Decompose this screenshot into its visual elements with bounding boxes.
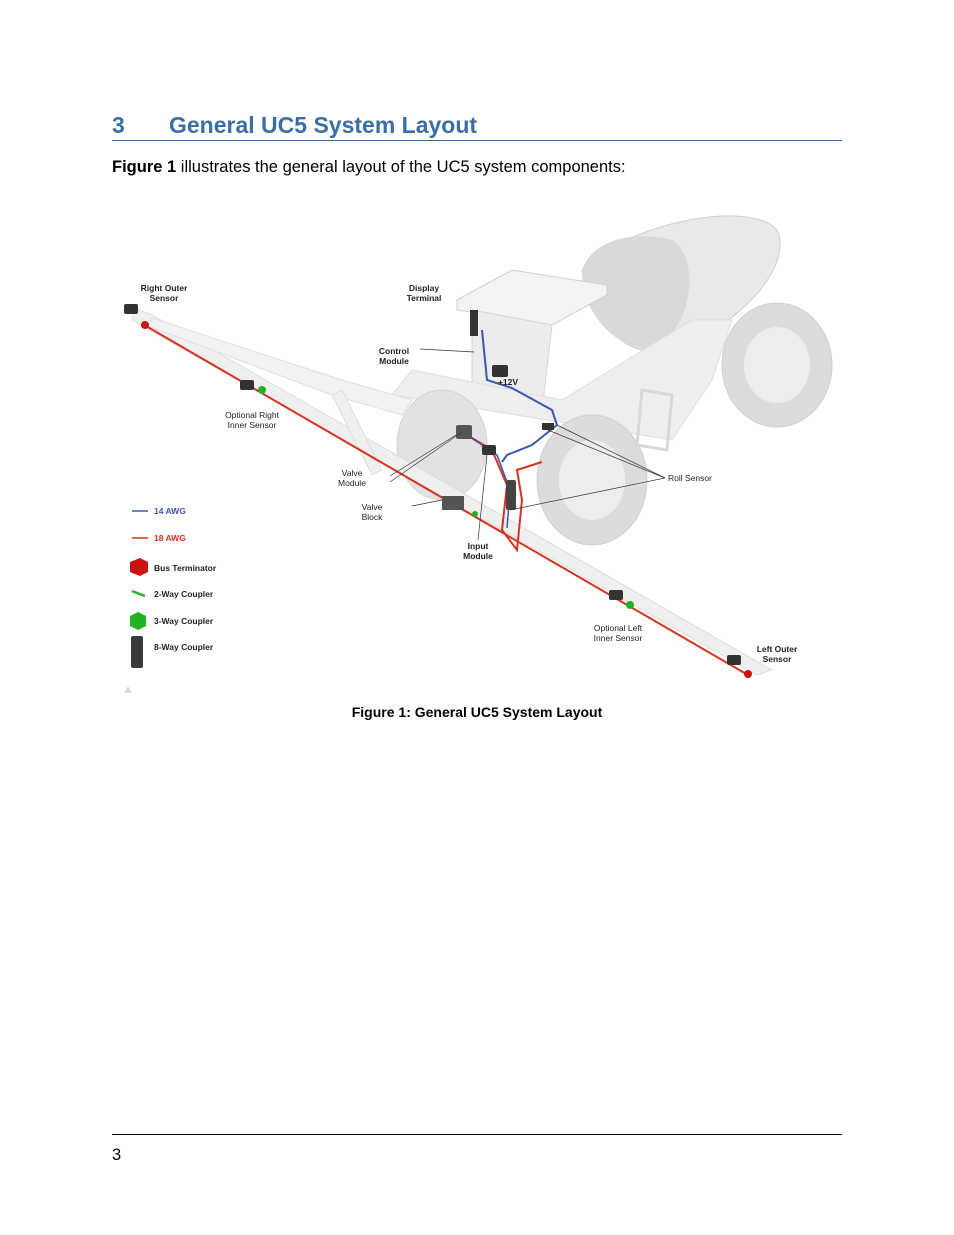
eight-way-coupler (506, 480, 516, 510)
boom-support (331, 389, 383, 476)
label-input-2: Module (463, 551, 493, 561)
label-opt-right-2: Inner Sensor (228, 420, 277, 430)
label-valve-block-2: Block (362, 512, 384, 522)
figure-reference[interactable]: Figure 1 (112, 158, 177, 176)
optional-right-inner-sensor (240, 380, 254, 390)
cab-roof (456, 269, 608, 326)
figure-caption: Figure 1: General UC5 System Layout (351, 704, 603, 720)
rear-wheel-hub (744, 327, 810, 403)
tank-front (582, 236, 690, 350)
figure-labels: Right Outer Sensor Display Terminal Cont… (141, 283, 798, 664)
north-arrow-icon (124, 686, 132, 693)
right-outer-sensor (124, 304, 138, 314)
legend-14awg-label: 14 AWG (154, 506, 186, 516)
label-display-1: Display (409, 283, 440, 293)
footer-rule (112, 1134, 842, 1135)
chassis (391, 319, 733, 441)
wire-14awg-power (481, 329, 559, 463)
control-module (492, 365, 508, 377)
label-right-outer-1: Right Outer (141, 283, 188, 293)
legend-bus-terminator-label: Bus Terminator (154, 563, 217, 573)
legend-3way-coupler-label: 3-Way Coupler (154, 616, 214, 626)
label-right-outer-2: Sensor (150, 293, 180, 303)
figure-legend: 14 AWG 18 AWG Bus Terminator 2-Way Coupl… (124, 506, 217, 693)
label-opt-right-1: Optional Right (225, 410, 280, 420)
left-outer-sensor (727, 655, 741, 665)
intro-paragraph: Figure 1 illustrates the general layout … (112, 158, 626, 177)
section-heading: 3 General UC5 System Layout (112, 112, 842, 141)
legend-3way-coupler-icon (130, 612, 146, 630)
label-left-outer-2: Sensor (763, 654, 793, 664)
ladder (635, 388, 674, 452)
legend-18awg-label: 18 AWG (154, 533, 186, 543)
label-control-1: Control (379, 346, 409, 356)
two-way-coupler (472, 511, 478, 517)
label-display-2: Terminal (407, 293, 442, 303)
label-valve-module-1: Valve (342, 468, 363, 478)
page-number: 3 (112, 1146, 122, 1164)
legend-2way-coupler-icon (131, 589, 146, 598)
valve-block (442, 496, 464, 510)
section-title: General UC5 System Layout (169, 112, 478, 138)
boom (131, 307, 774, 676)
label-roll-sensor: Roll Sensor (668, 473, 712, 483)
system-layout-figure: Right Outer Sensor Display Terminal Cont… (112, 200, 842, 700)
section-number: 3 (112, 112, 125, 138)
right-outer-terminator (141, 321, 149, 329)
display-terminal (470, 310, 478, 336)
legend-bus-terminator-icon (130, 558, 148, 576)
label-control-2: Module (379, 356, 409, 366)
optional-left-inner-sensor (609, 590, 623, 600)
system-layout-illustration: Right Outer Sensor Display Terminal Cont… (124, 215, 833, 693)
input-module (482, 445, 496, 455)
intro-text: illustrates the general layout of the UC… (176, 158, 626, 176)
left-outer-terminator (744, 670, 752, 678)
label-plus12: +12V (498, 377, 518, 387)
label-opt-left-2: Inner Sensor (594, 633, 643, 643)
legend-8way-coupler-icon (131, 636, 143, 668)
wire-18awg-harness (461, 431, 543, 553)
label-input-1: Input (468, 541, 489, 551)
valve-module (456, 425, 472, 439)
label-valve-module-2: Module (338, 478, 366, 488)
callout-lines (389, 348, 666, 541)
legend-8way-coupler-label: 8-Way Coupler (154, 642, 214, 652)
optional-left-inner-coupler (626, 601, 634, 609)
roll-sensor (542, 423, 554, 430)
front-wheel-right-hub (559, 440, 625, 520)
label-left-outer-1: Left Outer (757, 644, 798, 654)
legend-2way-coupler-label: 2-Way Coupler (154, 589, 214, 599)
optional-right-inner-coupler (258, 386, 266, 394)
label-opt-left-1: Optional Left (594, 623, 643, 633)
label-valve-block-1: Valve (362, 502, 383, 512)
